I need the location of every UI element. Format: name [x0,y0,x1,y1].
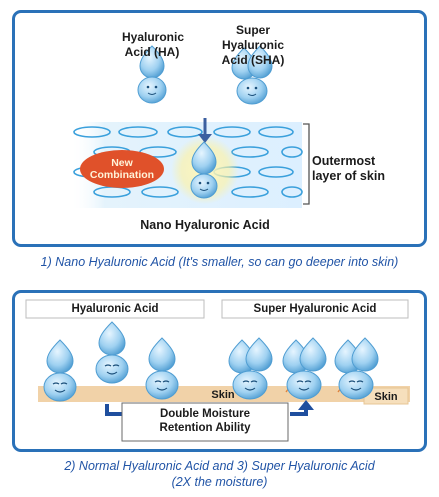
skin-label-left: Skin [211,389,235,401]
retention-box [121,402,289,442]
ha-droplet-1 [43,339,77,402]
figure-2-caption-line1: 2) Normal Hyaluronic Acid and 3) Super H… [64,459,375,473]
nano-label: Nano Hyaluronic Acid [140,218,270,232]
sha-box-label: Super Hyaluronic Acid [253,303,377,315]
ha-droplet-2 [95,321,129,384]
ha-box-label: Hyaluronic Acid [71,303,159,315]
skin-label-right: Skin [374,391,398,403]
figure-1-illustration [70,45,310,208]
new-combination-label: New Combination [89,157,155,181]
ha-label-box [25,299,205,319]
retention-label: Double Moisture Retention Ability [159,408,251,434]
skin-tag-left-box [205,386,241,402]
figure-1-caption: 1) Nano Hyaluronic Acid (It's smaller, s… [40,255,399,269]
sha-droplet-2 [282,337,327,400]
figure-2-illustration [25,299,410,442]
ha-droplet-3 [145,337,179,400]
new-combination-badge [80,150,164,188]
figure-2-caption-line2: (2X the moisture) [171,475,268,489]
sha-droplet [231,45,273,105]
skin-layer-bracket [303,123,310,205]
down-arrow-icon [198,118,212,143]
outermost-layer-label: Outermost layer of skin [312,154,385,183]
sha-label: Super Hyaluronic Acid (SHA) [221,23,285,67]
ha-droplet [137,45,167,104]
left-bracket-arrow [105,404,126,416]
sha-label-box [221,299,409,319]
nano-droplet [190,141,218,199]
up-arrow-icon [290,400,314,416]
ha-label: Hyaluronic Acid (HA) [122,30,185,59]
